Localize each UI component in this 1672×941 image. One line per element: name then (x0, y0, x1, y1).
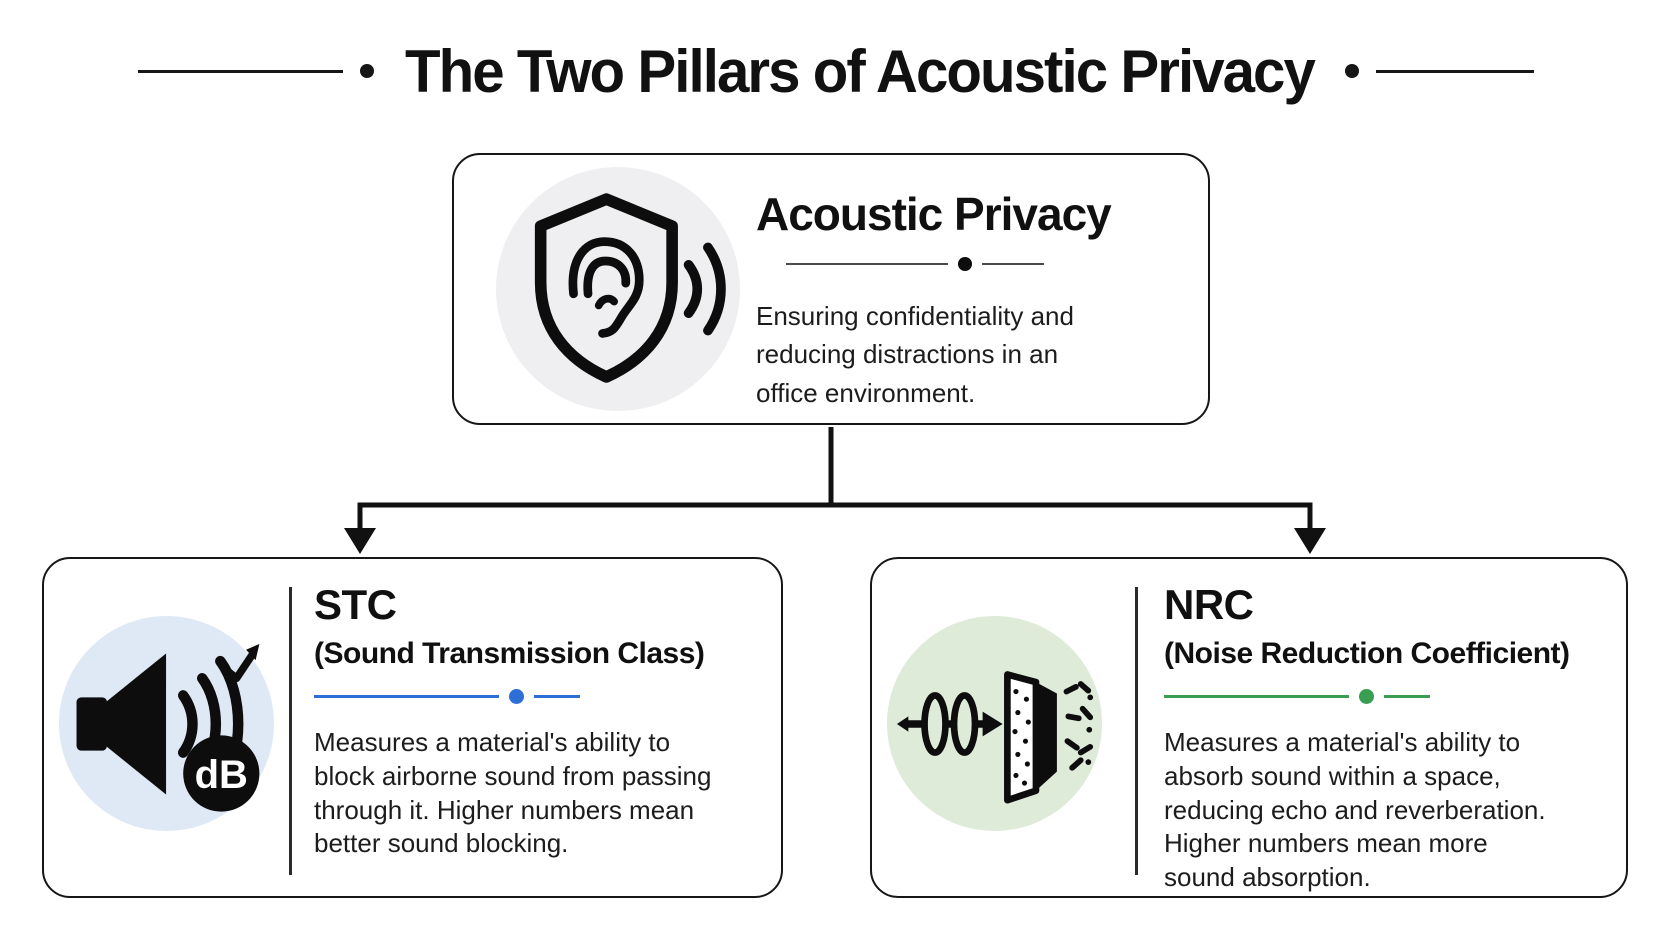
acoustic-privacy-divider (786, 257, 1186, 271)
acoustic-privacy-text: Acoustic Privacy Ensuring confidentialit… (756, 187, 1186, 412)
stc-text: STC (Sound Transmission Class) Measures … (314, 581, 764, 861)
acoustic-privacy-card: Acoustic Privacy Ensuring confidentialit… (452, 153, 1210, 425)
speaker-db-icon: dB (76, 643, 259, 812)
acoustic-privacy-description: Ensuring confidentiality and reducing di… (756, 301, 1074, 408)
nrc-title: NRC (1164, 581, 1254, 628)
right-arrowhead-icon (1294, 528, 1326, 554)
nrc-accent-divider (1164, 689, 1604, 704)
page-title: The Two Pillars of Acoustic Privacy (405, 37, 1316, 105)
header-right-line (1375, 69, 1534, 73)
check-arrow-tip (245, 643, 259, 660)
stc-card: dB STC (Sound Transmission Class) Measur… (42, 557, 783, 898)
stc-subtitle: (Sound Transmission Class) (314, 637, 705, 670)
sound-absorption-panel-icon (896, 670, 1093, 804)
db-badge-label: dB (194, 752, 247, 796)
header-left-dot (360, 64, 375, 78)
acoustic-privacy-icon-circle (496, 167, 740, 411)
stc-icon-circle: dB (59, 616, 274, 831)
scattered-sound-icon (1063, 680, 1093, 771)
check-arrow-icon (222, 651, 256, 682)
nrc-icon-circle (887, 616, 1102, 831)
stc-title: STC (314, 581, 397, 628)
nrc-vertical-divider (1135, 587, 1138, 875)
stc-vertical-divider (289, 587, 292, 875)
acoustic-privacy-title: Acoustic Privacy (756, 188, 1112, 240)
nrc-card: NRC (Noise Reduction Coefficient) Measur… (870, 557, 1628, 898)
stc-description: Measures a material's ability to block a… (314, 727, 712, 859)
header-right-dot (1344, 64, 1359, 78)
header-left-line (138, 69, 344, 73)
header: The Two Pillars of Acoustic Privacy (0, 26, 1672, 116)
left-arrowhead-icon (344, 528, 376, 554)
nrc-subtitle: (Noise Reduction Coefficient) (1164, 637, 1570, 670)
nrc-description: Measures a material's ability to absorb … (1164, 727, 1546, 893)
nrc-text: NRC (Noise Reduction Coefficient) Measur… (1164, 581, 1604, 895)
stc-accent-divider (314, 689, 764, 704)
shield-ear-icon (534, 193, 726, 383)
db-badge-circle (182, 734, 259, 812)
